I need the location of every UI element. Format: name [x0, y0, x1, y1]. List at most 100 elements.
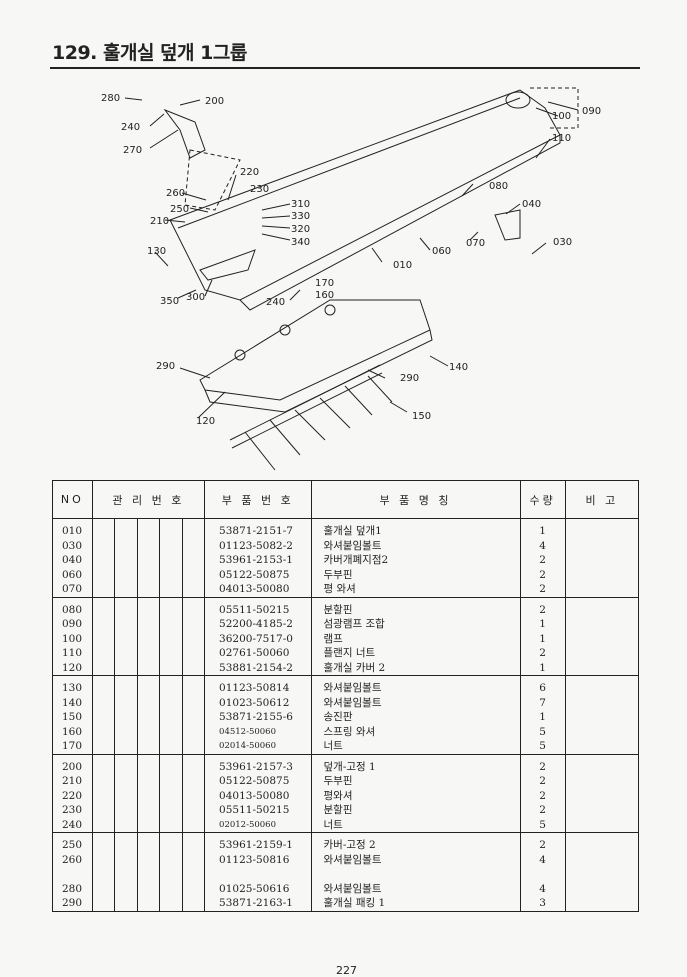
mgmt-cell	[136, 803, 161, 818]
mgmt-cell	[114, 518, 138, 539]
mgmt-cell	[136, 567, 161, 582]
remarks-cell	[564, 881, 640, 896]
mgmt-cell	[159, 538, 183, 553]
remarks-cell	[564, 675, 640, 696]
mgmt-cell	[114, 538, 138, 553]
part-name: 훌개실 패킹 1	[310, 896, 521, 912]
remarks-cell	[564, 646, 640, 661]
mgmt-cell	[181, 518, 206, 539]
quantity: 1	[519, 710, 566, 725]
mgmt-cell	[91, 518, 116, 539]
callout-300: 300	[186, 292, 205, 303]
callout-010: 010	[393, 260, 412, 271]
mgmt-cell	[114, 646, 138, 661]
mgmt-cell	[91, 538, 116, 553]
mgmt-cell	[136, 724, 161, 739]
callout-140: 140	[449, 362, 468, 373]
part-number: 53961-2153-1	[204, 553, 312, 568]
title-underline	[50, 67, 640, 69]
mgmt-cell	[181, 896, 206, 912]
mgmt-cell	[159, 881, 183, 896]
quantity: 3	[519, 896, 566, 912]
part-name: 훌개실 덮개1	[310, 518, 521, 539]
mgmt-cell	[181, 753, 206, 774]
mgmt-cell	[136, 617, 161, 632]
part-number: 04013-50080	[204, 788, 312, 803]
quantity: 4	[519, 538, 566, 553]
part-number: 05122-50875	[204, 774, 312, 789]
item-no: 260	[52, 852, 93, 867]
mgmt-cell	[91, 675, 116, 696]
callout-230: 230	[250, 184, 269, 195]
quantity: 1	[519, 617, 566, 632]
mgmt-cell	[136, 675, 161, 696]
item-no: 030	[52, 538, 93, 553]
mgmt-cell	[91, 817, 116, 833]
callout-220: 220	[240, 167, 259, 178]
part-number: 05122-50875	[204, 567, 312, 582]
mgmt-cell	[159, 774, 183, 789]
part-name	[310, 867, 521, 882]
callout-260: 260	[166, 188, 185, 199]
header-part-no: 부 품 번 호	[204, 480, 312, 519]
mgmt-cell	[159, 695, 183, 710]
mgmt-cell	[136, 553, 161, 568]
part-name: 카버-고정 2	[310, 832, 521, 853]
quantity: 2	[519, 582, 566, 597]
item-no	[52, 867, 93, 882]
item-no: 220	[52, 788, 93, 803]
part-number: 01123-5082-2	[204, 538, 312, 553]
mgmt-cell	[181, 646, 206, 661]
quantity: 1	[519, 660, 566, 676]
mgmt-cell	[91, 646, 116, 661]
remarks-cell	[564, 788, 640, 803]
callout-100: 100	[552, 111, 571, 122]
part-number: 04013-50080	[204, 582, 312, 597]
mgmt-cell	[91, 881, 116, 896]
mgmt-cell	[159, 675, 183, 696]
mgmt-cell	[91, 803, 116, 818]
mgmt-cell	[114, 710, 138, 725]
mgmt-cell	[181, 567, 206, 582]
remarks-cell	[564, 518, 640, 539]
callout-030: 030	[553, 237, 572, 248]
mgmt-cell	[114, 832, 138, 853]
mgmt-cell	[91, 753, 116, 774]
mgmt-cell	[114, 675, 138, 696]
part-number: 01123-50816	[204, 852, 312, 867]
remarks-cell	[564, 553, 640, 568]
mgmt-cell	[136, 867, 161, 882]
mgmt-cell	[136, 710, 161, 725]
mgmt-cell	[181, 881, 206, 896]
remarks-cell	[564, 617, 640, 632]
item-no: 130	[52, 675, 93, 696]
mgmt-cell	[136, 660, 161, 676]
mgmt-cell	[181, 788, 206, 803]
mgmt-cell	[91, 567, 116, 582]
mgmt-cell	[136, 646, 161, 661]
mgmt-cell	[181, 660, 206, 676]
mgmt-cell	[114, 695, 138, 710]
item-no: 100	[52, 631, 93, 646]
quantity: 7	[519, 695, 566, 710]
item-no: 150	[52, 710, 93, 725]
part-number: 02014-50060	[204, 739, 312, 754]
quantity: 5	[519, 739, 566, 754]
callout-070: 070	[466, 238, 485, 249]
callout-240: 240	[121, 122, 140, 133]
mgmt-cell	[114, 788, 138, 803]
mgmt-cell	[181, 710, 206, 725]
callout-250: 250	[170, 204, 189, 215]
part-name: 카버개폐지점2	[310, 553, 521, 568]
mgmt-cell	[91, 631, 116, 646]
mgmt-cell	[181, 617, 206, 632]
part-name: 플랜지 너트	[310, 646, 521, 661]
item-no: 280	[52, 881, 93, 896]
